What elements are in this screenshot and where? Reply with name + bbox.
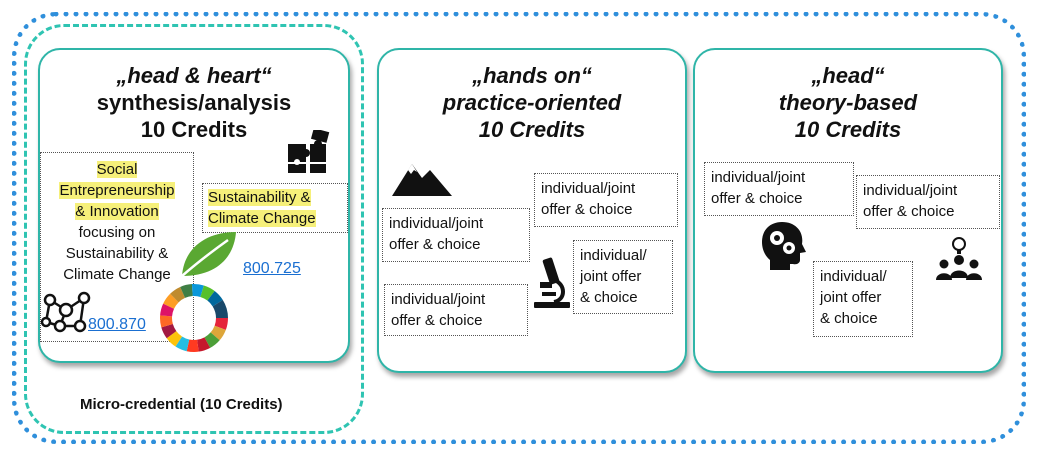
offer-line: offer & choice xyxy=(863,203,955,220)
microscope-icon xyxy=(534,257,570,308)
course-line: Sustainability & xyxy=(208,189,311,206)
network-icon xyxy=(40,291,91,333)
offer-line: individual/joint xyxy=(541,180,636,197)
offer-box: individual/joint offer & choice xyxy=(382,208,530,262)
course-box-social-entrepreneurship: Social Entrepreneurship & Innovation foc… xyxy=(40,152,194,342)
offer-line: individual/joint xyxy=(391,291,486,308)
team-idea-icon xyxy=(936,237,982,280)
offer-line: individual/ xyxy=(820,268,887,285)
panel-title-line1: „head & heart“ xyxy=(116,63,272,88)
program-outer-frame xyxy=(12,12,1026,444)
course-box-sustainability: Sustainability & Climate Change xyxy=(202,183,348,233)
offer-line: individual/joint xyxy=(389,215,484,232)
course-line: Climate Change xyxy=(63,266,171,283)
offer-box: individual/ joint offer & choice xyxy=(813,261,913,337)
offer-line: joint offer xyxy=(580,268,642,285)
offer-box: individual/joint offer & choice xyxy=(856,175,1000,229)
offer-box: individual/joint offer & choice xyxy=(384,284,528,336)
offer-line: offer & choice xyxy=(711,190,803,207)
panel-title-line2: practice-oriented xyxy=(442,90,622,115)
panel-title-line2: theory-based xyxy=(778,90,918,115)
course-line: & Innovation xyxy=(75,203,159,220)
offer-line: offer & choice xyxy=(391,312,483,329)
panel-title-line2: synthesis/analysis xyxy=(96,90,292,115)
panel-credits: 10 Credits xyxy=(794,117,902,142)
panel-credits: 10 Credits xyxy=(478,117,586,142)
offer-line: joint offer xyxy=(820,289,882,306)
leaf-icon xyxy=(181,232,236,277)
course-line: Sustainability & xyxy=(65,245,169,262)
head-gears-icon xyxy=(762,222,806,270)
offer-box: individual/ joint offer & choice xyxy=(573,240,673,314)
offer-line: individual/joint xyxy=(863,182,958,199)
course-line: focusing on xyxy=(78,224,156,241)
offer-line: offer & choice xyxy=(541,201,633,218)
offer-line: individual/ xyxy=(580,247,647,264)
offer-line: & choice xyxy=(580,289,638,306)
sdg-wheel-icon xyxy=(160,284,228,352)
panel-credits: 10 Credits xyxy=(140,117,248,142)
micro-credential-label: Micro-credential (10 Credits) xyxy=(80,396,283,413)
offer-line: & choice xyxy=(820,310,878,327)
offer-box: individual/joint offer & choice xyxy=(704,162,854,216)
micro-credential-frame xyxy=(24,24,364,434)
offer-line: offer & choice xyxy=(389,236,481,253)
course-line: Social xyxy=(96,161,138,178)
course-line: Entrepreneurship xyxy=(59,182,175,199)
course-link-800870[interactable]: 800.870 xyxy=(88,316,146,333)
offer-line: individual/joint xyxy=(711,169,806,186)
course-link-800725[interactable]: 800.725 xyxy=(243,260,301,277)
course-line: Climate Change xyxy=(208,210,316,227)
offer-box: individual/joint offer & choice xyxy=(534,173,678,227)
panel-title-line1: „hands on“ xyxy=(472,63,592,88)
mountain-icon xyxy=(392,164,452,196)
puzzle-icon xyxy=(288,130,330,173)
panel-title-line1: „head“ xyxy=(811,63,885,88)
